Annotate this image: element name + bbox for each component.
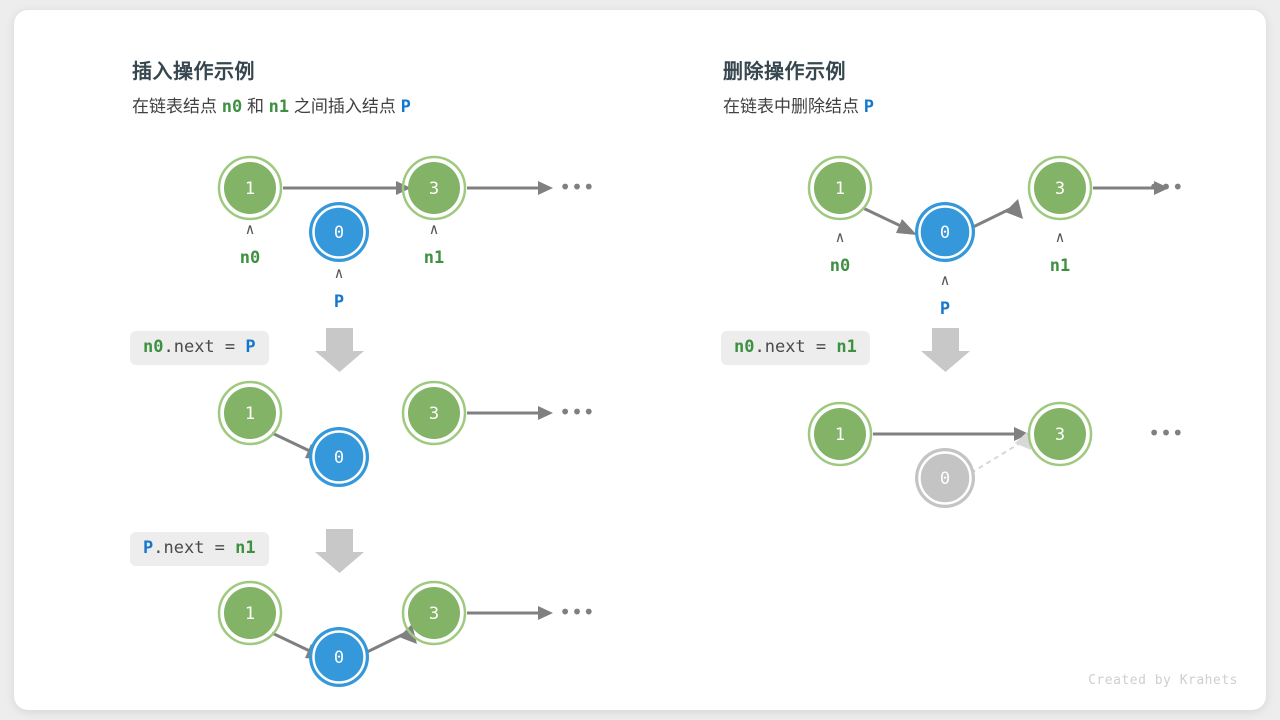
pointer-label-n1: n1 xyxy=(1050,256,1070,276)
insert-panel-subtitle: 在链表结点 n0 和 n1 之间插入结点 P xyxy=(132,92,411,117)
subtitle-code-n1: n1 xyxy=(268,97,290,117)
node-value: 0 xyxy=(940,223,950,243)
arrow-dashed-0-to-3 xyxy=(970,432,1031,474)
arrow-3-to-end-row3 xyxy=(467,606,553,620)
arrow-1-to-3-row2 xyxy=(873,427,1029,441)
arrow-0-to-3 xyxy=(970,199,1023,230)
node-n1: 3 xyxy=(1027,155,1093,221)
code-token: .next = xyxy=(153,538,236,558)
pointer-label-n0: n0 xyxy=(240,248,260,268)
ellipsis: ••• xyxy=(1148,421,1183,445)
node-value: 3 xyxy=(429,404,439,424)
pointer-label-n0: n0 xyxy=(830,256,850,276)
node-value: 0 xyxy=(334,448,344,468)
node-n0-row2: 1 xyxy=(807,401,873,467)
delete-panel-subtitle: 在链表中删除结点 P xyxy=(723,92,874,117)
node-n1-row2: 3 xyxy=(1027,401,1093,467)
subtitle-text-1: 和 xyxy=(242,97,269,116)
node-p: 0 xyxy=(915,202,975,262)
insert-panel: 插入操作示例 在链表结点 n0 和 n1 之间插入结点 P 1 xyxy=(14,10,640,710)
arrow-1-to-0 xyxy=(862,206,917,235)
ellipsis: ••• xyxy=(559,400,594,424)
node-value: 3 xyxy=(1055,179,1065,199)
arrow-1-to-3 xyxy=(283,181,411,195)
pointer-label-n1: n1 xyxy=(424,248,444,268)
node-value: 1 xyxy=(835,425,845,445)
code-token: n0 xyxy=(734,337,755,357)
code-chip-p-next-n1: P.next = n1 xyxy=(130,532,269,567)
pointer-label-p: P xyxy=(940,299,950,319)
node-n1: 3 xyxy=(401,155,467,221)
node-value: 1 xyxy=(245,404,255,424)
code-token: n0 xyxy=(143,337,164,357)
caret-icon: ∧ xyxy=(334,264,343,282)
arrow-3-to-end xyxy=(467,181,553,195)
code-token: P xyxy=(245,337,256,357)
subtitle-text-0: 在链表中删除结点 xyxy=(723,97,864,116)
node-value: 1 xyxy=(245,604,255,624)
node-value: 3 xyxy=(1055,425,1065,445)
delete-rows-graphic: 1 3 0 ∧ n0 ∧ n1 ∧ P ••• xyxy=(807,155,1184,508)
node-value: 3 xyxy=(429,604,439,624)
subtitle-code-n0: n0 xyxy=(221,97,243,117)
code-token: n1 xyxy=(235,538,256,558)
node-deleted: 0 xyxy=(915,448,975,508)
caret-icon: ∧ xyxy=(245,220,254,238)
pointer-label-p: P xyxy=(334,292,344,312)
insert-row-1-graphic: 1 3 0 ∧ n0 ∧ n1 ∧ P ••• xyxy=(217,155,595,687)
arrow-3-to-end xyxy=(1093,181,1169,195)
node-value: 3 xyxy=(429,179,439,199)
node-value: 1 xyxy=(245,179,255,199)
delete-panel: 删除操作示例 在链表中删除结点 P 1 xyxy=(605,10,1266,710)
node-value: 0 xyxy=(940,469,950,489)
node-p-row2: 0 xyxy=(309,427,369,487)
node-value: 0 xyxy=(334,223,344,243)
node-n0: 1 xyxy=(217,155,283,221)
node-n0: 1 xyxy=(807,155,873,221)
step-down-arrow-1 xyxy=(921,328,970,372)
caret-icon: ∧ xyxy=(1055,228,1064,246)
code-token: .next = xyxy=(163,337,246,357)
step-down-arrow-1 xyxy=(315,328,364,372)
caret-icon: ∧ xyxy=(429,220,438,238)
code-chip-n0-next-p: n0.next = P xyxy=(130,331,269,366)
credit-label: Created by Krahets xyxy=(1088,673,1238,688)
node-p: 0 xyxy=(309,202,369,262)
node-n1-row2: 3 xyxy=(401,380,467,446)
subtitle-text-2: 之间插入结点 xyxy=(289,97,401,116)
code-token: n1 xyxy=(836,337,857,357)
code-token: .next = xyxy=(754,337,837,357)
code-chip-n0-next-n1: n0.next = n1 xyxy=(721,331,870,366)
subtitle-text-0: 在链表结点 xyxy=(132,97,222,116)
node-n1-row3: 3 xyxy=(401,580,467,646)
delete-panel-title: 删除操作示例 xyxy=(723,61,846,83)
node-value: 0 xyxy=(334,648,344,668)
diagram-card: 插入操作示例 在链表结点 n0 和 n1 之间插入结点 P 1 xyxy=(14,10,1266,710)
ellipsis: ••• xyxy=(559,600,594,624)
node-n0-row3: 1 xyxy=(217,580,283,646)
ellipsis: ••• xyxy=(559,175,594,199)
node-value: 1 xyxy=(835,179,845,199)
arrow-3-to-end-row2 xyxy=(467,406,553,420)
insert-panel-title: 插入操作示例 xyxy=(132,61,255,83)
subtitle-code-p: P xyxy=(863,97,874,117)
ellipsis: ••• xyxy=(1148,175,1183,199)
subtitle-code-p: P xyxy=(400,97,411,117)
caret-icon: ∧ xyxy=(940,271,949,289)
node-p-row3: 0 xyxy=(309,627,369,687)
step-down-arrow-2 xyxy=(315,529,364,573)
code-token: P xyxy=(143,538,154,558)
caret-icon: ∧ xyxy=(835,228,844,246)
node-n0-row2: 1 xyxy=(217,380,283,446)
arrow-0-to-3-row3 xyxy=(364,624,417,655)
